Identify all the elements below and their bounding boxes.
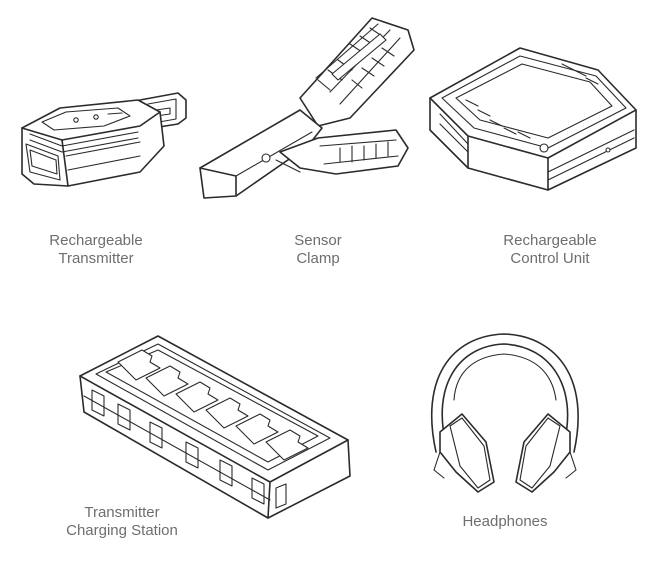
label-station: Transmitter Charging Station [42, 504, 202, 540]
label-line: Control Unit [510, 250, 590, 267]
label-line: Transmitter [84, 504, 160, 521]
label-line: Charging Station [66, 522, 178, 539]
label-line: Rechargeable [503, 232, 597, 249]
label-clamp: Sensor Clamp [238, 232, 398, 268]
label-headphones: Headphones [425, 513, 585, 531]
label-transmitter: Rechargeable Transmitter [16, 232, 176, 268]
label-line: Transmitter [58, 250, 134, 267]
label-line: Sensor [294, 232, 342, 249]
label-line: Rechargeable [49, 232, 143, 249]
label-control: Rechargeable Control Unit [470, 232, 630, 268]
label-line: Headphones [462, 513, 548, 530]
label-line: Clamp [296, 250, 340, 267]
